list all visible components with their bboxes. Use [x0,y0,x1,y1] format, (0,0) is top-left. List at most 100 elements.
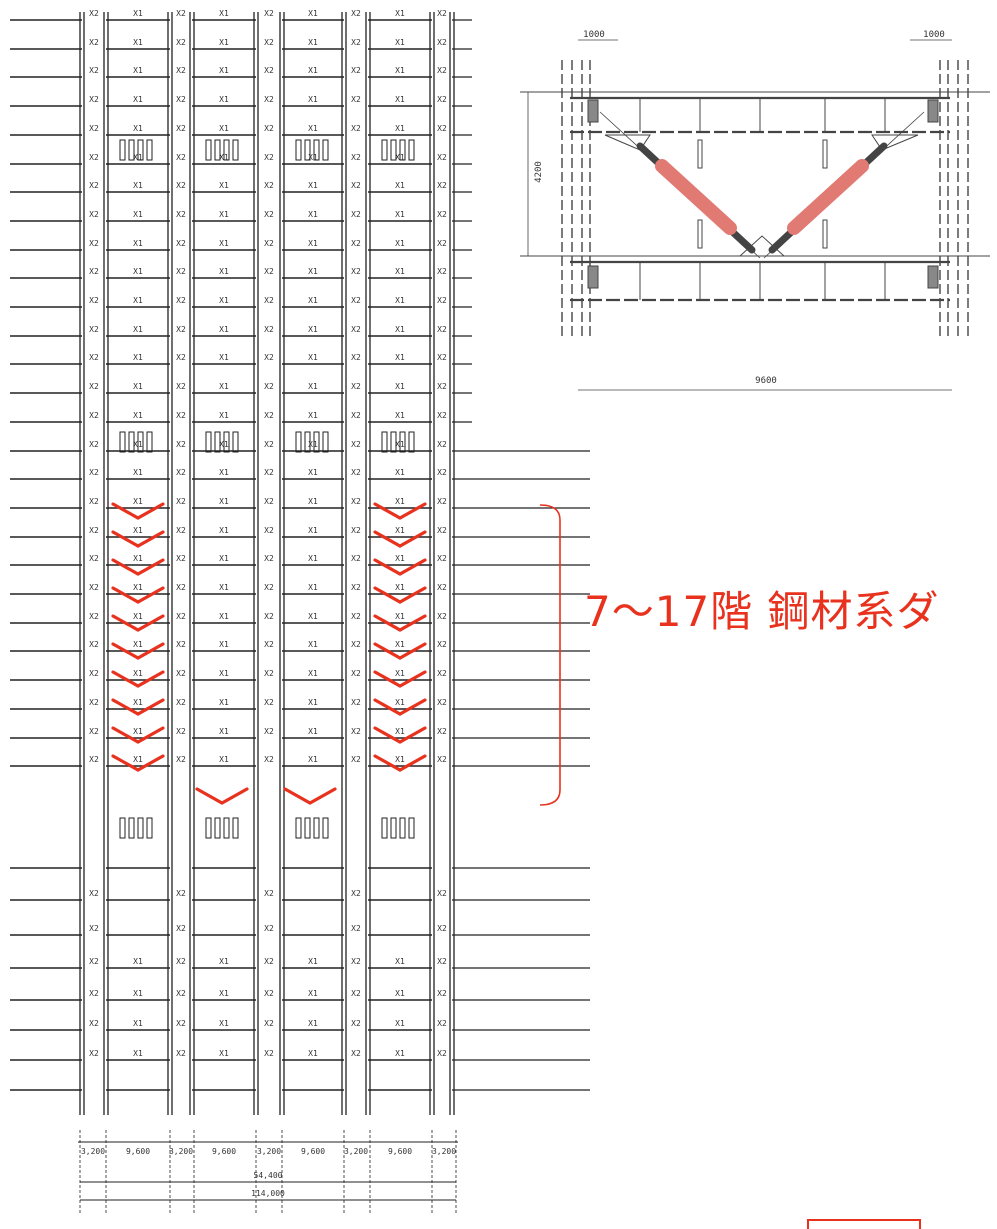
stub-column [390,139,397,161]
beam-label-x1: X1 [395,468,405,477]
beam-label-x1: X1 [219,267,229,276]
beam-label-x2: X2 [437,526,447,535]
stub-column [137,817,144,839]
stub-column [313,817,320,839]
beam-label-x1: X1 [308,583,318,592]
stub-column [137,139,144,161]
beam-label-x1: X1 [395,210,405,219]
beam-label-x2: X2 [351,957,361,966]
stub-column [119,431,126,453]
beam-label-x1: X1 [133,382,143,391]
stub-column [214,431,221,453]
beam-label-x1: X1 [219,957,229,966]
beam-label-x1: X1 [308,153,318,162]
beam-label-x2: X2 [89,210,99,219]
floor-range-bracket [539,504,561,806]
beam-label-x1: X1 [133,612,143,621]
damper-brace-bay4 [373,502,427,520]
beam-label-x1: X1 [395,669,405,678]
beam-label-x2: X2 [89,440,99,449]
beam-label-x1: X1 [219,583,229,592]
damper-brace-bay2 [195,787,249,805]
beam-label-x2: X2 [264,239,274,248]
beam-label-x2: X2 [264,583,274,592]
beam-label-x2: X2 [351,296,361,305]
beam-label-x2: X2 [176,698,186,707]
beam-label-x2: X2 [437,382,447,391]
beam-label-x2: X2 [264,325,274,334]
beam-label-x2: X2 [437,554,447,563]
beam-label-x1: X1 [219,239,229,248]
beam-label-x1: X1 [219,181,229,190]
beam-label-x1: X1 [308,640,318,649]
stub-column [223,431,230,453]
beam-label-x2: X2 [89,612,99,621]
beam-label-x2: X2 [351,669,361,678]
beam-label-x2: X2 [437,296,447,305]
detail-gusset [604,134,651,151]
damper-brace-bay4 [373,726,427,744]
beam-label-x2: X2 [176,38,186,47]
beam-label-x2: X2 [89,9,99,18]
beam-label-x2: X2 [351,440,361,449]
beam-label-x1: X1 [395,38,405,47]
beam-label-x1: X1 [219,38,229,47]
beam-label-x2: X2 [264,66,274,75]
beam-label-x1: X1 [133,95,143,104]
damper-brace-bay4 [373,698,427,716]
detail-dim-height: 4200 [534,161,544,183]
damper-brace-bay1 [111,586,165,604]
stub-column [381,431,388,453]
beam-label-x2: X2 [351,640,361,649]
beam-label-x2: X2 [351,554,361,563]
damper-brace-bay1 [111,642,165,660]
beam-label-x2: X2 [89,698,99,707]
beam-label-x1: X1 [308,698,318,707]
beam-label-x1: X1 [395,640,405,649]
beam-label-x1: X1 [308,239,318,248]
stub-column [322,817,329,839]
damper-brace-bay1 [111,614,165,632]
legend-box [807,1219,921,1229]
beam-label-x2: X2 [264,669,274,678]
bay-dimension: 9,600 [388,1147,412,1156]
stub-column [128,139,135,161]
beam-label-x2: X2 [89,583,99,592]
beam-label-x2: X2 [351,698,361,707]
beam-label-x2: X2 [264,267,274,276]
beam-label-x2: X2 [264,1019,274,1028]
beam-label-x1: X1 [133,411,143,420]
stub-column [128,431,135,453]
beam-label-x1: X1 [219,554,229,563]
beam-label-x2: X2 [437,640,447,649]
beam-label-x2: X2 [437,153,447,162]
stub-column [381,139,388,161]
beam-label-x2: X2 [264,468,274,477]
beam-label-x1: X1 [133,669,143,678]
beam-label-x2: X2 [176,382,186,391]
beam-label-x2: X2 [176,210,186,219]
beam-label-x2: X2 [437,989,447,998]
beam-label-x2: X2 [89,669,99,678]
beam-label-x1: X1 [395,755,405,764]
beam-label-x1: X1 [133,497,143,506]
stub-column [381,817,388,839]
beam-label-x2: X2 [437,66,447,75]
stub-column [322,431,329,453]
stub-column [119,139,126,161]
detail-connection-plate [587,265,599,289]
beam-label-x2: X2 [176,440,186,449]
beam-label-x1: X1 [308,296,318,305]
beam-label-x2: X2 [264,353,274,362]
beam-label-x2: X2 [264,440,274,449]
beam-label-x2: X2 [437,612,447,621]
beam-label-x2: X2 [437,353,447,362]
beam-label-x2: X2 [351,889,361,898]
detail-stiffener-plate [822,219,828,249]
beam-label-x2: X2 [176,181,186,190]
total-width-dimension: 54,400 [254,1171,283,1180]
beam-label-x1: X1 [133,640,143,649]
bay-dimension: 3,200 [344,1147,368,1156]
beam-label-x2: X2 [176,1019,186,1028]
beam-label-x1: X1 [133,554,143,563]
